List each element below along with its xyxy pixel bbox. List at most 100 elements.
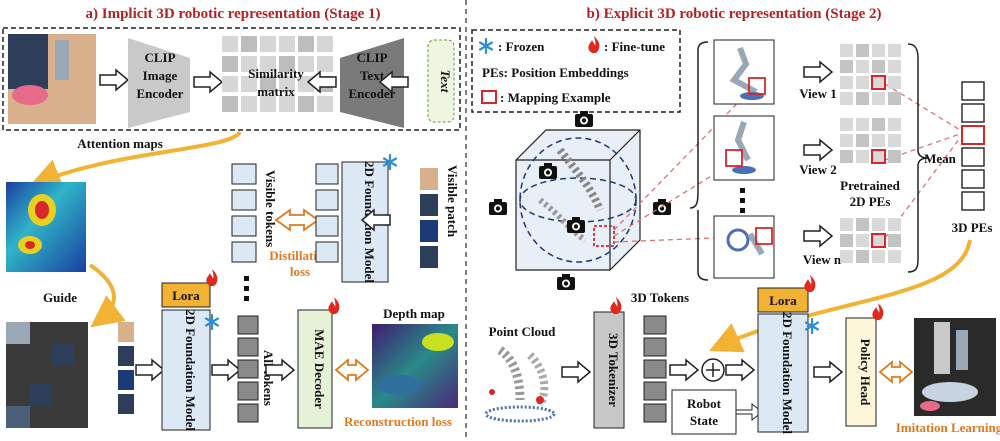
robot-demo-image xyxy=(914,318,996,416)
clip-image-encoder-label-2: Image xyxy=(143,68,178,83)
tokenizer-3d xyxy=(593,311,625,429)
robot-photo xyxy=(8,34,96,124)
ellipsis-dots xyxy=(244,276,249,301)
clip-stage-box xyxy=(2,27,461,131)
legend-mapping: : Mapping Example xyxy=(500,90,611,105)
fire-icon xyxy=(610,297,622,315)
arrow-adder-to-model xyxy=(725,359,755,381)
arrow-view-1 xyxy=(803,61,833,83)
reconstruction-double-arrow xyxy=(334,358,370,382)
visible-tokens-column xyxy=(231,163,257,263)
clip-text-encoder-label-1: CLIP xyxy=(356,50,387,65)
attention-heatmap-image xyxy=(6,182,86,272)
clip-text-encoder xyxy=(340,38,404,128)
legend-mapping-swatch xyxy=(481,90,497,104)
visible-patches-right xyxy=(420,168,438,268)
legend-frozen: : Frozen xyxy=(498,39,545,54)
fire-icon xyxy=(328,297,340,315)
all-tokens-label: All tokens xyxy=(261,350,276,406)
legend-pes: PEs: Position Embeddings xyxy=(482,65,629,80)
view-2-label: View 2 xyxy=(799,162,836,177)
arrow-model-to-policy xyxy=(813,361,843,383)
mean-brace xyxy=(907,43,929,273)
reconstruction-loss-label: Reconstruction loss xyxy=(344,414,452,429)
lora-label-a: Lora xyxy=(172,288,200,303)
fire-icon xyxy=(588,36,600,54)
pretrained-pes-label-2: 2D PEs xyxy=(850,194,891,209)
camera-icon xyxy=(489,199,507,215)
foundation-model-b xyxy=(757,313,809,433)
pe-grid-n xyxy=(840,218,901,263)
attention-maps-arrow xyxy=(28,130,242,190)
legend-box xyxy=(471,29,681,113)
arrow-view-2 xyxy=(803,139,833,161)
pe-grid-1 xyxy=(840,44,901,105)
text-input-label: Text xyxy=(438,70,453,93)
robot-state-label-1: Robot xyxy=(687,396,722,411)
pe-grid-2 xyxy=(840,118,901,164)
masked-image xyxy=(6,322,88,428)
view-1-label: View 1 xyxy=(799,86,836,101)
guide-label: Guide xyxy=(43,290,77,305)
fire-icon xyxy=(206,269,218,287)
clip-image-encoder-label-1: CLIP xyxy=(144,50,175,65)
panel-b-title: b) Explicit 3D robotic representation (S… xyxy=(587,6,882,22)
robot-state-box xyxy=(671,389,737,435)
point-cloud-image xyxy=(484,346,556,423)
plus-icon xyxy=(706,363,720,377)
imitation-double-arrow xyxy=(878,360,914,384)
imitation-learning-label: Imitation Learning xyxy=(896,420,1000,435)
visible-patch-label: Visible patch xyxy=(445,165,460,238)
tokens-3d-label: 3D Tokens xyxy=(631,290,689,305)
teacher-tokens-column xyxy=(315,163,339,263)
clip-image-encoder xyxy=(128,38,190,128)
arrow-encoder-to-matrix xyxy=(193,71,223,93)
point-cloud-label: Point Cloud xyxy=(489,324,557,339)
fire-icon xyxy=(804,275,816,293)
camera-icon xyxy=(575,111,593,127)
lora-box-a xyxy=(161,282,211,308)
arrow-state-to-model xyxy=(735,402,763,422)
similarity-matrix-grid xyxy=(222,36,333,112)
arrow-photo-to-encoder xyxy=(99,69,129,91)
view-2-image xyxy=(713,115,775,181)
lora-box-b xyxy=(757,287,809,313)
fire-icon xyxy=(872,303,884,321)
depth-map-label: Depth map xyxy=(383,306,445,321)
pes-3d-column xyxy=(961,81,985,211)
mapping-lines xyxy=(613,83,961,243)
foundation-model-a xyxy=(161,309,211,431)
similarity-matrix-label-1: Similarity xyxy=(248,66,304,81)
tokens-3d-column xyxy=(643,315,667,423)
attention-maps-label: Attention maps xyxy=(77,136,163,151)
panel-a-title: a) Implicit 3D robotic representation (S… xyxy=(86,6,381,22)
view-n-label: View n xyxy=(803,252,842,267)
guide-arrow xyxy=(88,263,126,328)
arrow-model-to-tokens xyxy=(211,359,241,381)
visible-tokens-label: Visible tokens xyxy=(263,170,278,247)
arrow-view-n xyxy=(803,225,833,247)
mae-decoder xyxy=(297,309,333,429)
tokenizer-3d-label: 3D Tokenizer xyxy=(606,333,621,407)
distillation-loss-label-2: loss xyxy=(290,264,310,279)
arrow-tokens-to-adder xyxy=(669,359,699,381)
similarity-matrix-label-2: matrix xyxy=(257,84,295,99)
point-cloud-cube xyxy=(515,129,641,271)
arrow-patches-to-model xyxy=(135,359,165,381)
ellipsis-dots xyxy=(740,188,745,213)
clip-text-encoder-label-3: Encoder xyxy=(349,86,396,101)
views-brace xyxy=(689,41,709,281)
policy-head xyxy=(845,317,877,427)
clip-text-encoder-label-2: Text xyxy=(360,68,385,83)
view-n-image xyxy=(713,215,775,279)
camera-icon xyxy=(557,274,575,290)
foundation-model-b-label: 2D Foundation Model xyxy=(780,312,795,434)
distillation-double-arrow xyxy=(274,208,320,232)
mae-decoder-label: MAE Decoder xyxy=(312,329,327,409)
robot-state-label-2: State xyxy=(690,413,718,428)
arrow-cloud-to-tokenizer xyxy=(561,361,591,383)
all-tokens-column xyxy=(237,315,259,423)
legend-fine-tune: : Fine-tune xyxy=(604,39,665,54)
policy-head-label: Policy Head xyxy=(858,339,873,407)
